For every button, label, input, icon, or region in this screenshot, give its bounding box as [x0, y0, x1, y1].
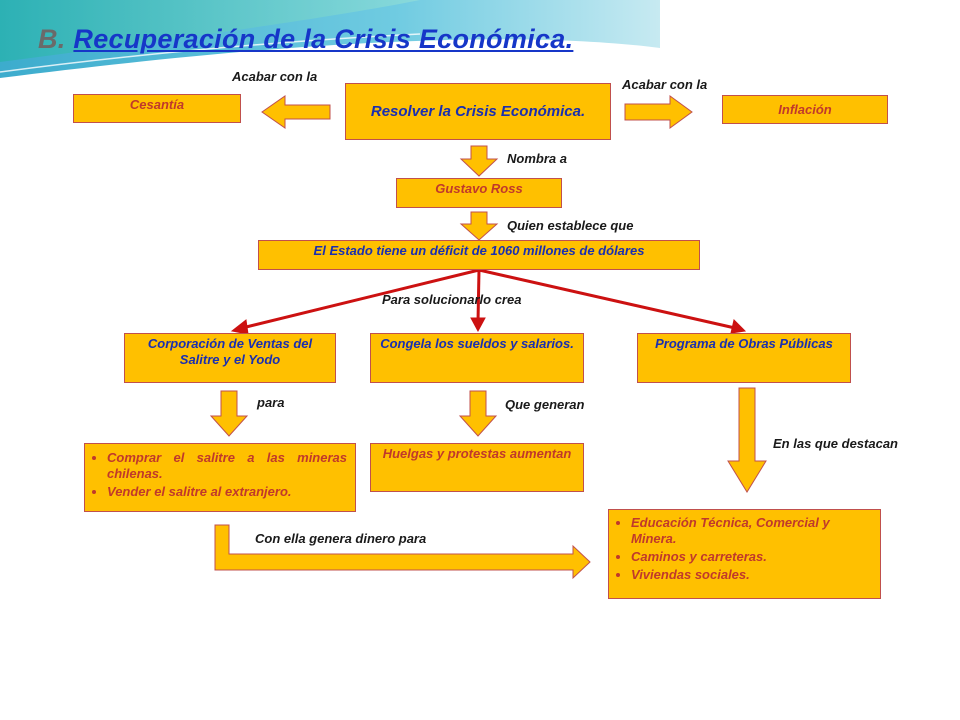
- header-decoration: [0, 0, 660, 78]
- node-gustavo-ross: Gustavo Ross: [396, 178, 562, 208]
- center-node-text: Resolver la Crisis Económica.: [370, 103, 586, 120]
- node-congela: Congela los sueldos y salarios.: [370, 333, 584, 383]
- node-huelgas: Huelgas y protestas aumentan: [370, 443, 584, 492]
- list-item: Viviendas sociales.: [631, 567, 872, 583]
- red-head-right: [730, 319, 747, 334]
- arrow-quien: [459, 211, 499, 241]
- list-item: Comprar el salitre a las mineras chilena…: [107, 450, 347, 482]
- label-quien: Quien establece que: [507, 218, 634, 233]
- center-node: Resolver la Crisis Económica.: [345, 83, 611, 140]
- node-obras: Programa de Obras Públicas: [637, 333, 851, 383]
- arrow-nombra: [459, 145, 499, 177]
- node-congela-text: Congela los sueldos y salarios.: [380, 336, 574, 351]
- list-item: Educación Técnica, Comercial y Minera.: [631, 515, 872, 547]
- node-huelgas-text: Huelgas y protestas aumentan: [382, 446, 572, 461]
- node-obras-list: Educación Técnica, Comercial y Minera. C…: [608, 509, 881, 599]
- list-item: Vender el salitre al extranjero.: [107, 484, 347, 500]
- title-main: Recuperación de la Crisis Económica.: [73, 24, 574, 54]
- node-deficit-text: El Estado tiene un déficit de 1060 millo…: [313, 243, 645, 258]
- arrow-to-inflacion: [624, 95, 693, 129]
- label-acabar-right: Acabar con la: [622, 77, 708, 92]
- red-line-center: [476, 269, 481, 323]
- title-prefix: B.: [38, 24, 74, 54]
- arrow-en-las-que: [727, 387, 767, 493]
- arrow-para: [209, 390, 249, 437]
- red-head-center: [470, 317, 486, 333]
- node-cesantia: Cesantía: [73, 94, 241, 123]
- node-inflacion-text: Inflación: [778, 101, 832, 117]
- node-salitre-list: Comprar el salitre a las mineras chilena…: [84, 443, 356, 512]
- label-con-ella: Con ella genera dinero para: [255, 531, 427, 546]
- arrow-que-generan: [458, 390, 498, 437]
- node-corporacion: Corporación de Ventas del Salitre y el Y…: [124, 333, 336, 383]
- label-para: para: [257, 395, 285, 410]
- node-deficit: El Estado tiene un déficit de 1060 millo…: [258, 240, 700, 270]
- red-line-right: [478, 268, 736, 330]
- red-head-left: [230, 319, 249, 335]
- list-item: Caminos y carreteras.: [631, 549, 872, 565]
- arrow-to-cesantia: [261, 95, 331, 129]
- label-nombra: Nombra a: [507, 151, 567, 166]
- node-cesantia-text: Cesantía: [129, 97, 185, 112]
- page-title: B. Recuperación de la Crisis Económica.: [38, 24, 573, 55]
- node-corporacion-text: Corporación de Ventas del Salitre y el Y…: [147, 336, 313, 367]
- label-que-generan: Que generan: [505, 397, 585, 412]
- label-en-las-que: En las que destacan: [773, 436, 898, 451]
- node-obras-text: Programa de Obras Públicas: [655, 336, 833, 351]
- label-para-solucionarlo: Para solucionarlo crea: [382, 292, 522, 307]
- node-gustavo-ross-text: Gustavo Ross: [435, 181, 523, 196]
- red-line-left: [241, 268, 480, 330]
- node-inflacion: Inflación: [722, 95, 888, 124]
- label-acabar-left: Acabar con la: [232, 69, 318, 84]
- arrow-con-ella: [214, 524, 591, 580]
